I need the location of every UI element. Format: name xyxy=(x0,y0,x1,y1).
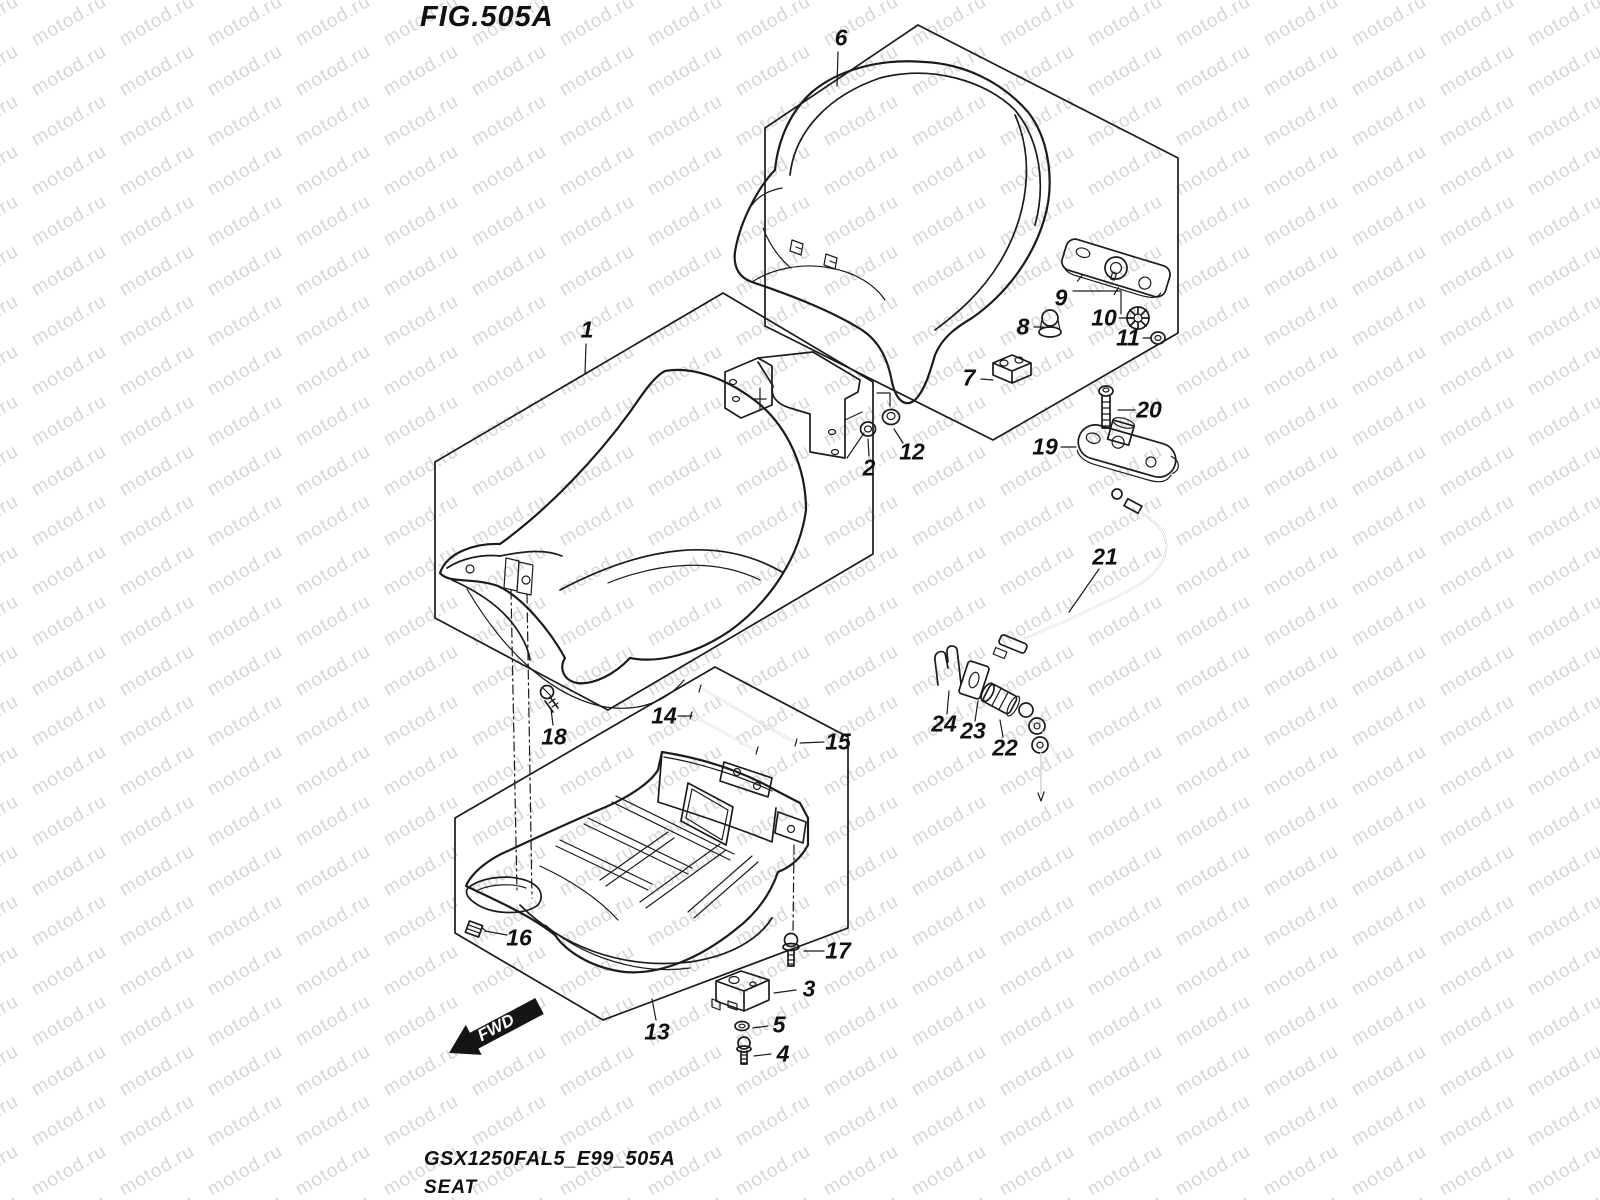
callout-label-22: 22 xyxy=(992,734,1018,761)
fwd-arrow-label: FWD xyxy=(474,1010,517,1045)
part-24-clip xyxy=(934,645,962,686)
part-21-lock-cable xyxy=(992,488,1168,660)
callout-label-19: 19 xyxy=(1032,433,1058,460)
part-3-seat-lock-striker xyxy=(711,970,770,1012)
callout-label-2: 2 xyxy=(862,454,876,481)
box-tray xyxy=(454,666,849,1021)
leader-lines xyxy=(484,51,1152,1057)
figure-code: GSX1250FAL5_E99_505A xyxy=(424,1148,676,1170)
part-15-rod xyxy=(698,684,798,747)
callout-label-16: 16 xyxy=(506,924,532,951)
callout-label-3: 3 xyxy=(802,975,816,1002)
part-19-seat-lock-bracket xyxy=(1076,417,1179,483)
front-seat-drawing xyxy=(438,351,891,899)
part-8-cushion xyxy=(1038,309,1062,338)
figure-footer: GSX1250FAL5_E99_505A SEAT xyxy=(424,1148,675,1199)
callout-label-23: 23 xyxy=(960,717,986,744)
seat-tray-drawing xyxy=(464,750,810,974)
callout-label-14: 14 xyxy=(651,702,677,729)
callout-label-21: 21 xyxy=(1092,543,1118,570)
callout-label-6: 6 xyxy=(834,24,848,51)
box-rear-seat xyxy=(764,24,1179,441)
part-9-latch-plate xyxy=(1061,238,1171,298)
seat-bracket xyxy=(724,351,863,459)
figure-name: SEAT xyxy=(424,1177,478,1198)
callout-label-5: 5 xyxy=(772,1011,786,1038)
fwd-arrow: FWD xyxy=(449,998,544,1055)
callout-label-12: 12 xyxy=(899,438,925,465)
callout-label-18: 18 xyxy=(541,723,567,750)
hardware-parts xyxy=(464,238,1179,1065)
callout-label-9: 9 xyxy=(1054,284,1068,311)
part-5-washer xyxy=(734,1020,750,1032)
part-17-bolt xyxy=(782,932,800,967)
callout-label-10: 10 xyxy=(1091,304,1117,331)
rear-seat-drawing xyxy=(733,60,1051,405)
part-2-nut xyxy=(859,421,877,437)
part-20-bolt xyxy=(1098,385,1114,429)
callout-label-7: 7 xyxy=(962,364,976,391)
part-22-seat-lock xyxy=(980,682,1058,802)
part-7-cushion-block xyxy=(992,354,1032,384)
callout-label-20: 20 xyxy=(1136,396,1162,423)
callout-label-17: 17 xyxy=(825,937,851,964)
part-14-rod xyxy=(689,711,759,755)
assembly-boxes xyxy=(434,24,1179,1021)
box-front-seat xyxy=(434,292,874,711)
callout-label-4: 4 xyxy=(776,1040,790,1067)
figure-title: FIG.505A xyxy=(420,1,554,33)
callout-label-11: 11 xyxy=(1116,324,1140,351)
callout-label-24: 24 xyxy=(931,710,957,737)
part-4-bolt xyxy=(736,1036,752,1065)
callout-label-8: 8 xyxy=(1016,313,1030,340)
callout-label-13: 13 xyxy=(644,1018,670,1045)
part-12-cap-nut xyxy=(881,408,901,426)
part-11-nut xyxy=(1150,331,1166,345)
callout-label-15: 15 xyxy=(825,728,851,755)
callout-label-1: 1 xyxy=(580,316,594,343)
part-16-clip xyxy=(464,920,487,938)
part-18-screw xyxy=(539,684,559,713)
part-23-lock-plate xyxy=(958,660,990,700)
